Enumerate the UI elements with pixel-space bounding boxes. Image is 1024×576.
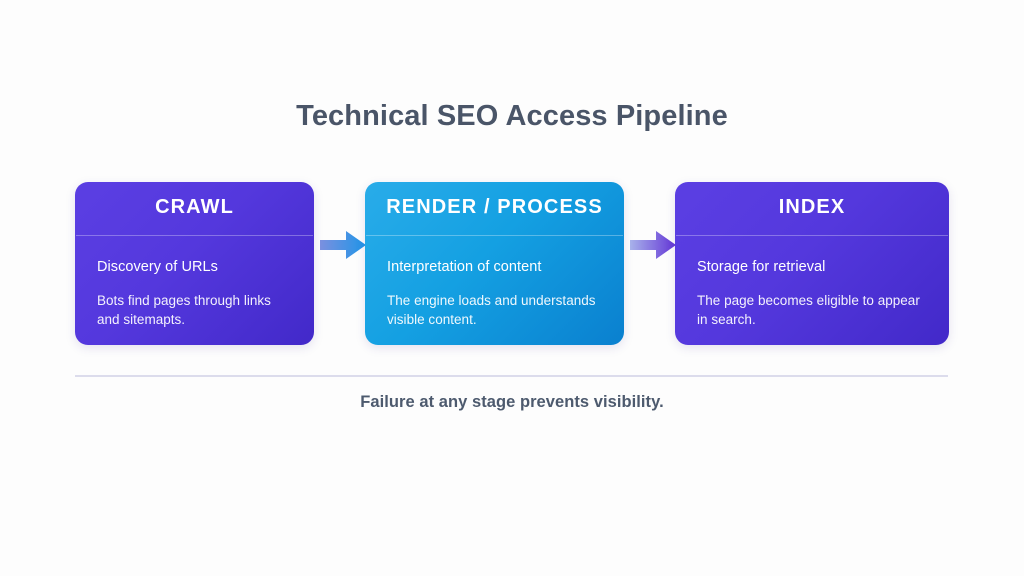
- stage-description-render-process: The engine loads and understands visible…: [387, 293, 596, 327]
- stage-body-index: Storage for retrieval The page becomes e…: [675, 236, 949, 329]
- stage-body-crawl: Discovery of URLs Bots find pages throug…: [75, 236, 314, 329]
- stage-heading-render-process: RENDER / PROCESS: [386, 196, 603, 218]
- footer-divider: [75, 375, 948, 377]
- stage-description-index: The page becomes eligible to appear in s…: [697, 293, 920, 327]
- stage-subtitle-render-process: Interpretation of content: [387, 259, 542, 275]
- stage-description-crawl: Bots find pages through links and sitema…: [97, 293, 271, 327]
- card-divider: [676, 235, 948, 236]
- card-divider: [366, 235, 623, 236]
- card-divider: [76, 235, 313, 236]
- stage-heading-crawl: CRAWL: [155, 196, 234, 218]
- page-title: Technical SEO Access Pipeline: [296, 100, 728, 132]
- stage-subtitle-index: Storage for retrieval: [697, 259, 826, 275]
- stage-card-index[interactable]: INDEX Storage for retrieval The page bec…: [675, 182, 949, 345]
- stage-card-crawl[interactable]: CRAWL Discovery of URLs Bots find pages …: [75, 182, 314, 345]
- stage-body-render-process: Interpretation of content The engine loa…: [365, 236, 624, 329]
- pipeline-stages: CRAWL Discovery of URLs Bots find pages …: [75, 182, 949, 345]
- stage-subtitle-crawl: Discovery of URLs: [97, 259, 218, 275]
- arrow-render-to-index-icon: [630, 229, 676, 261]
- footer-note: Failure at any stage prevents visibility…: [360, 393, 664, 411]
- stage-card-render-process[interactable]: RENDER / PROCESS Interpretation of conte…: [365, 182, 624, 345]
- stage-heading-index: INDEX: [778, 196, 846, 218]
- arrow-crawl-to-render-icon: [320, 229, 366, 261]
